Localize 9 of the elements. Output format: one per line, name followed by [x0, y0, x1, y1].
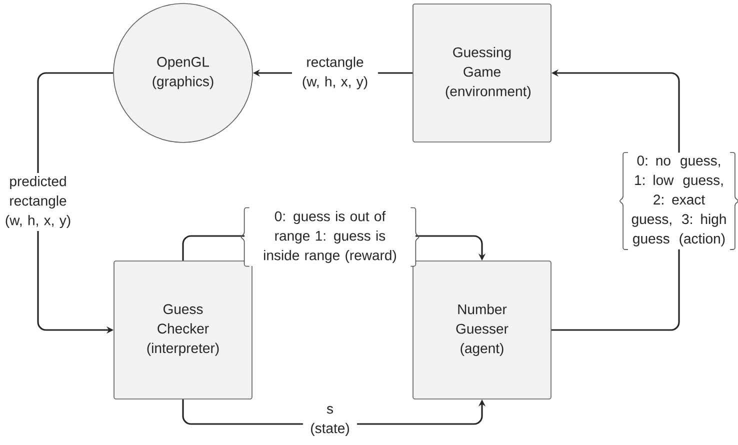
edge-label: 0: no guess, 1: low guess, 2: exact guess, 3: high guess (action): [620, 152, 738, 250]
edge-label: 0: guess is out of range 1: guess is inside range (reward): [240, 207, 420, 267]
process-box: Guessing Game (environment): [412, 4, 552, 142]
edge-label: rectangle (w, h, x, y): [292, 54, 378, 92]
circle-node: OpenGL (graphics): [113, 3, 253, 143]
process-box: Number Guesser (agent): [412, 260, 552, 400]
edge-label: s (state): [303, 403, 357, 439]
edge-label: predicted rectangle (w, h, x, y): [0, 172, 77, 232]
process-box: Guess Checker (interpreter): [114, 260, 252, 400]
